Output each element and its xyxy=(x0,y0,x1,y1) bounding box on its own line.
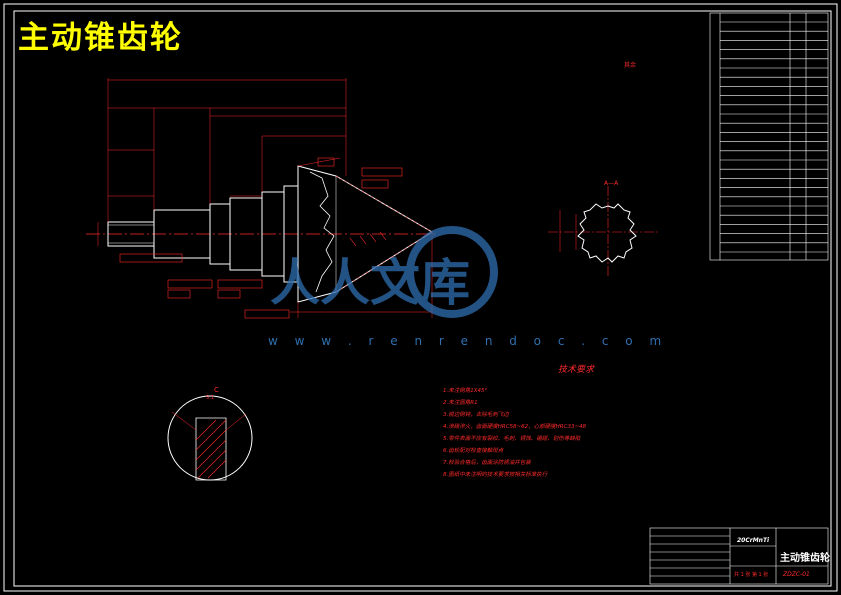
title-block xyxy=(649,527,829,585)
svg-text:人人文库: 人人文库 xyxy=(270,254,470,312)
technical-requirements-title: 技术要求 xyxy=(558,365,595,375)
roughness-label: 其余 xyxy=(624,62,637,69)
technical-note: 8.图纸中未注明的技术要求按相关标准执行 xyxy=(443,472,548,478)
detail-c xyxy=(167,395,253,481)
dimension-lines xyxy=(97,78,433,318)
spline-profile xyxy=(577,203,637,263)
technical-note: 2.未注圆角R1 xyxy=(443,400,478,406)
detail-scale: 5:1 xyxy=(206,395,215,401)
section-label: A—A xyxy=(604,180,619,187)
drawing-code: ZDZC-01 xyxy=(783,571,810,578)
shaft-outline xyxy=(107,185,299,283)
main-view xyxy=(86,78,438,319)
tolerance-frames xyxy=(119,157,403,319)
outer-border xyxy=(3,3,838,592)
technical-note: 5.零件表面不应有裂纹、毛刺、锈蚀、磕碰、划伤等缺陷 xyxy=(443,436,581,442)
technical-note: 4.渗碳淬火，齿面硬度HRC58~62，心部硬度HRC33~48 xyxy=(443,424,587,430)
watermark-url: w w w . r e n r e n d o c . c o m xyxy=(268,334,668,348)
tick-marks xyxy=(349,231,387,247)
parameter-table xyxy=(709,12,829,261)
part-name: 主动锥齿轮 xyxy=(780,553,830,564)
technical-note: 1.未注倒角1X45° xyxy=(443,388,488,394)
technical-note: 7.检验合格后，齿面涂防锈油并包装 xyxy=(443,460,531,466)
section-a-a xyxy=(548,186,660,278)
sheet-info: 共 1 张 第 1 张 xyxy=(734,572,769,578)
watermark-logo: 人人文库 xyxy=(270,226,498,318)
material-label: 20CrMnTi xyxy=(737,537,770,544)
inner-border xyxy=(13,10,832,587)
technical-note: 6.齿轮配对检查接触斑点 xyxy=(443,448,504,454)
technical-note: 3.锐边倒钝，去除毛刺飞边 xyxy=(443,412,509,418)
drawing-title: 主动锥齿轮 xyxy=(18,20,183,56)
detail-label: C xyxy=(214,386,219,394)
